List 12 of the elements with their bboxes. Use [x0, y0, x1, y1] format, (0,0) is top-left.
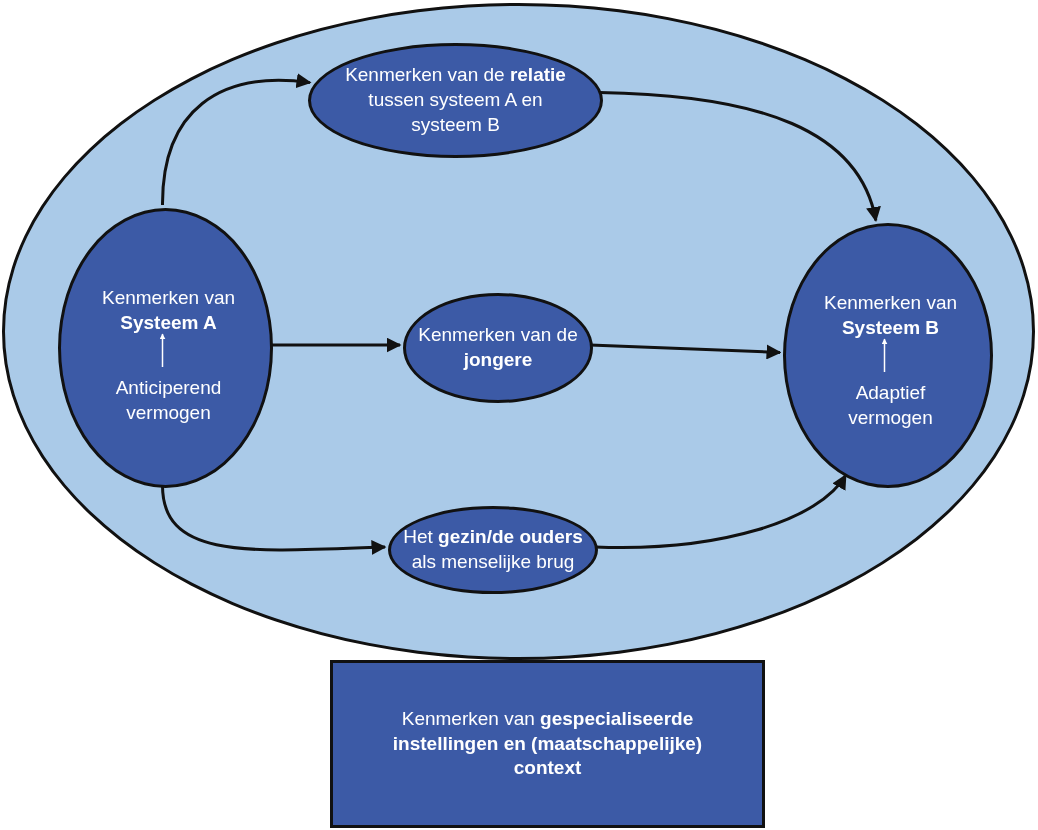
process-box: [330, 660, 765, 828]
node-text: Het gezin/de ouders als menselijke brug: [402, 525, 584, 574]
node-text: Kenmerken van Systeem B: [822, 291, 959, 340]
node-text: Anticiperend vermogen: [114, 376, 223, 425]
node-text: Adaptief vermogen: [847, 381, 934, 430]
arrow: [881, 338, 888, 373]
arrow: [161, 73, 312, 206]
node-text: Kenmerken van Systeem A: [100, 286, 237, 335]
node-text: Kenmerken van de jongere: [417, 323, 579, 372]
arrow: [159, 333, 166, 368]
node-text: Kenmerken van gespecialiseerde instellingen en (maatschappelijke) context: [391, 706, 704, 781]
node-text: Kenmerken van de relatie tussen systeem A en systeem B: [344, 63, 567, 137]
